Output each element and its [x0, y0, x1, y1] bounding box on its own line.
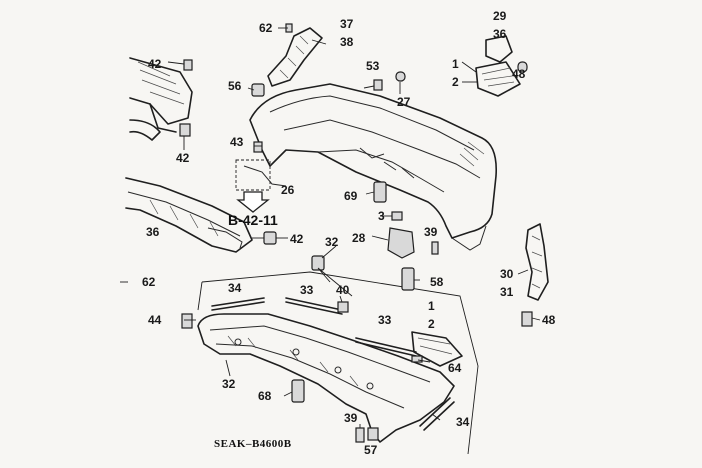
upper-bumper-cover: [243, 83, 498, 251]
callout-32-upper: 32: [325, 235, 339, 249]
lower-bumper-face: [197, 313, 455, 443]
callout-26: 26: [281, 183, 295, 197]
fasteners: [179, 23, 533, 443]
callout-39-upper: 39: [424, 225, 438, 239]
callout-68: 68: [258, 389, 272, 403]
callout-48-lower: 48: [542, 313, 556, 327]
callout-33-lower: 33: [378, 313, 392, 327]
callout-39-lower: 39: [344, 411, 358, 425]
reference-label: B-42-11: [228, 212, 278, 228]
callout-1-lower: 1: [428, 299, 435, 313]
callout-58: 58: [430, 275, 444, 289]
callout-34-lower: 34: [456, 415, 470, 429]
callout-56: 56: [228, 79, 242, 93]
reference-indicator: [235, 159, 271, 213]
callout-64: 64: [448, 361, 462, 375]
callout-36-lower: 36: [146, 225, 160, 239]
callout-3: 3: [378, 209, 385, 223]
callout-69: 69: [344, 189, 358, 203]
callout-48-upper: 48: [512, 67, 526, 81]
callout-37: 37: [340, 17, 354, 31]
callout-30: 30: [500, 267, 514, 281]
callout-57: 57: [364, 443, 378, 457]
callout-28: 28: [352, 231, 366, 245]
callout-42-mid: 42: [176, 151, 190, 165]
callout-42-upper: 42: [148, 57, 162, 71]
callout-62-upper: 62: [259, 21, 273, 35]
callout-38: 38: [340, 35, 354, 49]
upper-side-spacers: [475, 35, 521, 97]
upper-retainer-strip: [267, 27, 323, 87]
bumper-beam: [125, 177, 253, 253]
callout-34-upper: 34: [228, 281, 242, 295]
callout-36-upper: 36: [493, 27, 507, 41]
lower-side-spacers: [411, 331, 463, 367]
callout-62-lower: 62: [142, 275, 156, 289]
callout-27: 27: [397, 95, 411, 109]
callout-2-lower: 2: [428, 317, 435, 331]
callout-31: 31: [500, 285, 514, 299]
callout-2-upper: 2: [452, 75, 459, 89]
callout-40: 40: [336, 283, 350, 297]
callout-29: 29: [493, 9, 507, 23]
drawing-code: SEAK–B4600B: [214, 438, 292, 450]
callout-33-upper: 33: [300, 283, 314, 297]
callout-32-lower: 32: [222, 377, 236, 391]
callout-53: 53: [366, 59, 380, 73]
leader-lines: [120, 27, 541, 428]
callout-42-lower: 42: [290, 232, 304, 246]
callout-43: 43: [230, 135, 244, 149]
rear-frame-bracket: [129, 57, 193, 141]
lower-group-outline: [197, 271, 479, 455]
callout-44: 44: [148, 313, 162, 327]
trim-moldings: [211, 297, 455, 431]
callout-1-upper: 1: [452, 57, 459, 71]
side-bracket: [525, 223, 549, 301]
